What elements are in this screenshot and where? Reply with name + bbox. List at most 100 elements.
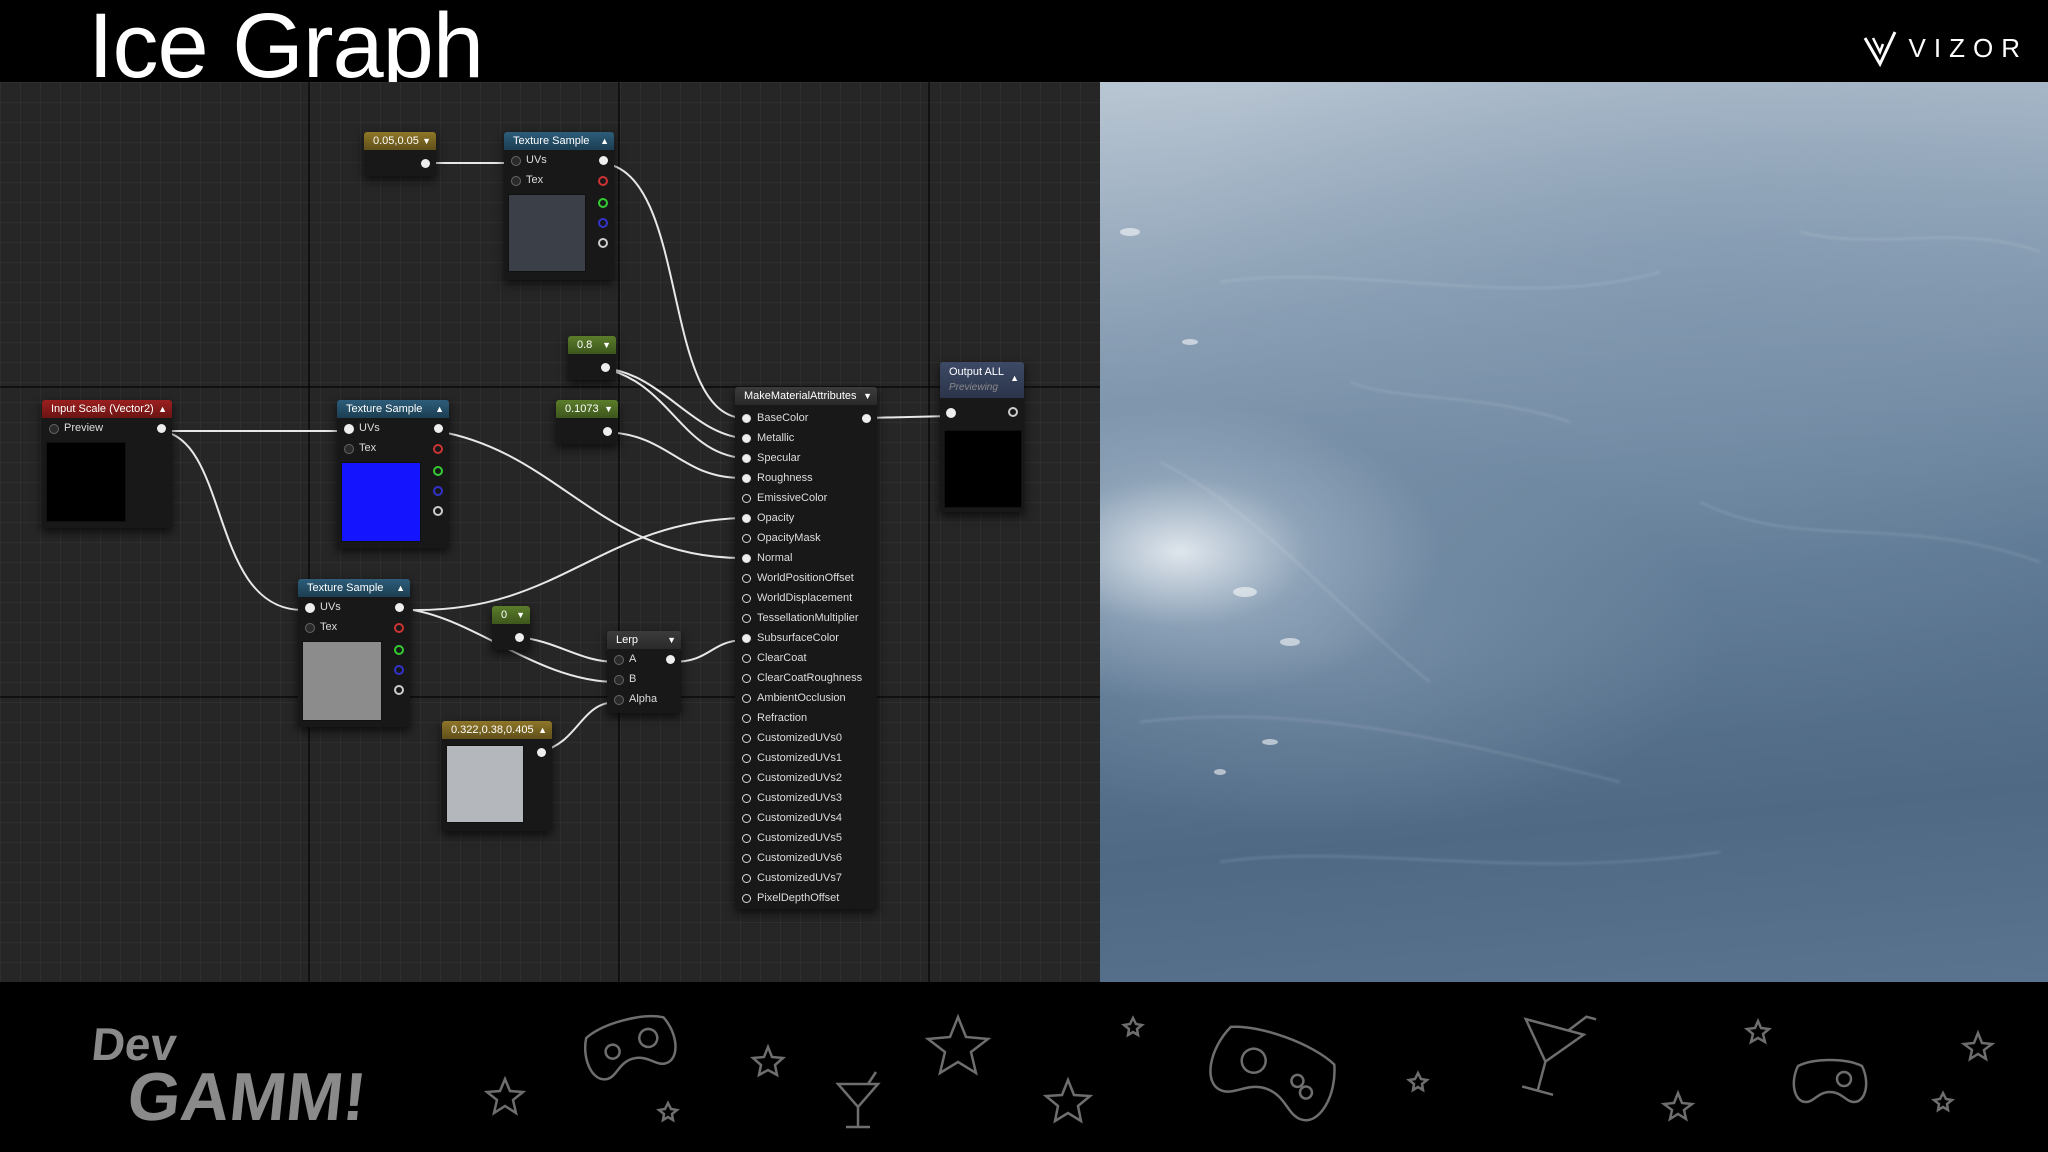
pin-uvs[interactable]: UVs xyxy=(298,597,410,617)
input-pin[interactable] xyxy=(511,176,521,186)
input-pin[interactable] xyxy=(742,434,751,443)
ice-preview-viewport[interactable] xyxy=(1100,82,2048,982)
input-pin[interactable] xyxy=(742,874,751,883)
input-pin[interactable] xyxy=(614,675,624,685)
material-pin-row[interactable]: CustomizedUVs2 xyxy=(735,768,877,788)
material-pin-row[interactable]: CustomizedUVs5 xyxy=(735,828,877,848)
material-pin-row[interactable]: CustomizedUVs6 xyxy=(735,848,877,868)
pin-tex[interactable]: Tex xyxy=(298,617,410,637)
node-constant-metallic[interactable]: 0.8 ▼ xyxy=(568,336,616,380)
chevron-up-icon[interactable]: ▲ xyxy=(1010,373,1019,383)
output-pin-g[interactable] xyxy=(394,645,404,655)
material-pin-row[interactable]: Opacity xyxy=(735,508,877,528)
input-pin[interactable] xyxy=(742,454,751,463)
pin-uvs[interactable]: UVs xyxy=(337,418,449,438)
chevron-up-icon[interactable]: ▲ xyxy=(158,404,167,414)
material-pin-row[interactable]: PixelDepthOffset xyxy=(735,888,877,908)
chevron-down-icon[interactable]: ▼ xyxy=(863,391,872,401)
output-pin[interactable] xyxy=(421,159,430,168)
output-pin-b[interactable] xyxy=(598,218,608,228)
pin-uvs[interactable]: UVs xyxy=(504,150,614,170)
pin-alpha[interactable]: Alpha xyxy=(607,689,681,709)
node-input-scale[interactable]: Input Scale (Vector2) ▲ Preview xyxy=(42,400,172,528)
input-pin[interactable] xyxy=(742,534,751,543)
node-texture-sample-mid[interactable]: Texture Sample ▲ UVs Tex xyxy=(337,400,449,548)
input-pin[interactable] xyxy=(742,694,751,703)
pin-a[interactable]: A xyxy=(607,649,681,669)
output-pin[interactable] xyxy=(601,363,610,372)
input-pin[interactable] xyxy=(742,614,751,623)
material-pin-row[interactable]: TessellationMultiplier xyxy=(735,608,877,628)
node-constant-roughness[interactable]: 0.1073 ▼ xyxy=(556,400,618,444)
input-pin[interactable] xyxy=(742,714,751,723)
input-pin[interactable] xyxy=(742,634,751,643)
pin-preview[interactable]: Preview xyxy=(42,418,172,438)
output-pin[interactable] xyxy=(666,655,675,664)
node-texture-sample-top[interactable]: Texture Sample ▲ UVs Tex xyxy=(504,132,614,280)
chevron-down-icon[interactable]: ▼ xyxy=(602,340,611,350)
output-pin[interactable] xyxy=(1008,407,1018,417)
material-pin-row[interactable]: CustomizedUVs7 xyxy=(735,868,877,888)
output-pin[interactable] xyxy=(603,427,612,436)
input-pin[interactable] xyxy=(305,623,315,633)
input-pin[interactable] xyxy=(742,794,751,803)
output-pin-g[interactable] xyxy=(598,198,608,208)
node-output-all[interactable]: Output ALL Previewing ▲ xyxy=(940,362,1024,512)
output-pin-rgb[interactable] xyxy=(395,603,404,612)
output-pin-a[interactable] xyxy=(433,506,443,516)
output-pin-a[interactable] xyxy=(394,685,404,695)
output-pin-r[interactable] xyxy=(394,623,404,633)
pin-tex[interactable]: Tex xyxy=(504,170,614,190)
node-constant-zero[interactable]: 0 ▼ xyxy=(492,606,530,650)
material-pin-row[interactable]: CustomizedUVs0 xyxy=(735,728,877,748)
node-constant-uv[interactable]: 0.05,0.05 ▼ xyxy=(364,132,436,176)
input-pin[interactable] xyxy=(742,414,751,423)
node-constant-color[interactable]: 0.322,0.38,0.405 ▲ xyxy=(442,721,552,831)
material-pin-row[interactable]: Metallic xyxy=(735,428,877,448)
input-pin[interactable] xyxy=(946,408,956,418)
material-pin-row[interactable]: Normal xyxy=(735,548,877,568)
chevron-up-icon[interactable]: ▲ xyxy=(538,725,547,735)
chevron-down-icon[interactable]: ▼ xyxy=(516,610,525,620)
input-pin[interactable] xyxy=(305,603,315,613)
input-pin[interactable] xyxy=(742,774,751,783)
input-pin[interactable] xyxy=(742,594,751,603)
input-pin[interactable] xyxy=(742,734,751,743)
output-pin-rgb[interactable] xyxy=(599,156,608,165)
output-pin-b[interactable] xyxy=(394,665,404,675)
pin-tex[interactable]: Tex xyxy=(337,438,449,458)
output-pin[interactable] xyxy=(537,748,546,757)
output-pin[interactable] xyxy=(515,633,524,642)
node-texture-sample-bottom[interactable]: Texture Sample ▲ UVs Tex xyxy=(298,579,410,727)
node-lerp[interactable]: Lerp ▼ A B Alpha xyxy=(607,631,681,713)
input-pin[interactable] xyxy=(742,474,751,483)
material-pin-row[interactable]: CustomizedUVs4 xyxy=(735,808,877,828)
input-pin[interactable] xyxy=(742,514,751,523)
input-pin[interactable] xyxy=(742,554,751,563)
material-pin-row[interactable]: Specular xyxy=(735,448,877,468)
output-pin-rgb[interactable] xyxy=(434,424,443,433)
chevron-up-icon[interactable]: ▲ xyxy=(396,583,405,593)
input-pin[interactable] xyxy=(742,654,751,663)
output-pin[interactable] xyxy=(157,424,166,433)
output-pin-g[interactable] xyxy=(433,466,443,476)
input-pin[interactable] xyxy=(742,754,751,763)
input-pin[interactable] xyxy=(742,494,751,503)
input-pin[interactable] xyxy=(742,574,751,583)
input-pin[interactable] xyxy=(742,834,751,843)
material-pin-row[interactable]: EmissiveColor xyxy=(735,488,877,508)
input-pin[interactable] xyxy=(344,424,354,434)
output-pin-r[interactable] xyxy=(598,176,608,186)
input-pin[interactable] xyxy=(344,444,354,454)
material-pin-row[interactable]: BaseColor xyxy=(735,408,877,428)
input-pin[interactable] xyxy=(511,156,521,166)
material-pin-row[interactable]: WorldPositionOffset xyxy=(735,568,877,588)
output-pin-a[interactable] xyxy=(598,238,608,248)
material-pin-row[interactable]: AmbientOcclusion xyxy=(735,688,877,708)
output-pin[interactable] xyxy=(862,414,871,423)
input-pin[interactable] xyxy=(742,814,751,823)
chevron-down-icon[interactable]: ▼ xyxy=(667,635,676,645)
material-pin-row[interactable]: OpacityMask xyxy=(735,528,877,548)
input-pin[interactable] xyxy=(742,894,751,903)
material-pin-row[interactable]: Roughness xyxy=(735,468,877,488)
